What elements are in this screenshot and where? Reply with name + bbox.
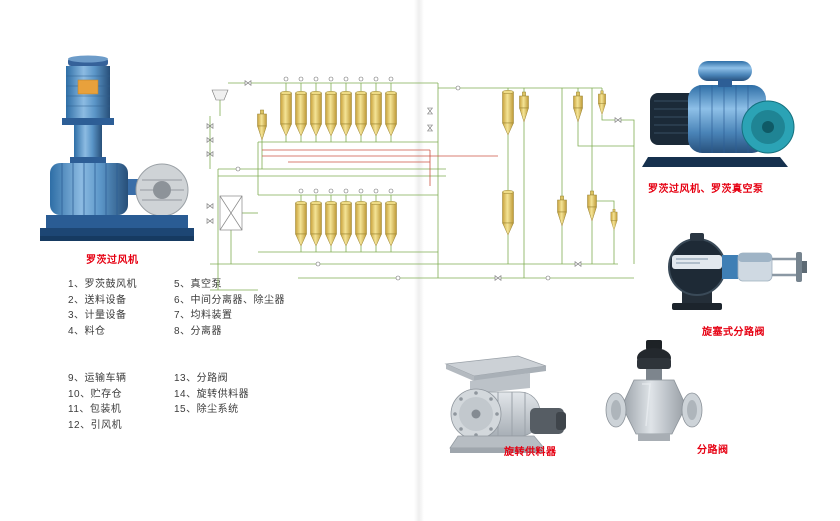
- diverter-actuator: [637, 340, 671, 380]
- pump-motor: [650, 93, 698, 145]
- diverter-valve-photo: [605, 340, 703, 441]
- legend-group-1: 1、罗茨鼓风机 2、送料设备 3、计量设备 4、料仓: [68, 277, 137, 339]
- blower-silencer: [66, 55, 110, 118]
- pump-silencer: [698, 61, 752, 87]
- legend-item-6: 6、中间分离器、除尘器: [174, 294, 286, 306]
- legend-item-8: 8、分离器: [174, 325, 223, 337]
- valve-body: [668, 233, 726, 296]
- plug-diverter-valve-photo: [668, 233, 807, 310]
- rotary-feeder-label: 旋转供料器: [504, 447, 557, 458]
- valve-symbols: [206, 80, 622, 281]
- feeder-top-flange: [444, 355, 547, 394]
- diverter-right-flange: [681, 392, 703, 428]
- diverter-body: [621, 379, 687, 435]
- blower-column: [62, 118, 114, 163]
- pipe-lines-green: [209, 82, 635, 291]
- legend-item-10: 10、贮存仓: [68, 388, 123, 400]
- right-blower-label: 罗茨过风机、罗茨真空泵: [648, 184, 764, 195]
- hopper-symbol: [211, 89, 229, 101]
- legend-item-14: 14、旋转供料器: [174, 388, 250, 400]
- legend-item-11: 11、包装机: [68, 404, 122, 415]
- legend-item-3: 3、计量设备: [68, 310, 127, 321]
- legend-item-12: 12、引风机: [68, 419, 123, 431]
- pump-end-cover: [741, 100, 795, 154]
- legend-item-15: 15、除尘系统: [174, 404, 239, 415]
- diverter-left-flange: [605, 392, 627, 428]
- pipe-lines-red: [262, 149, 498, 186]
- pump-base: [642, 157, 788, 167]
- process-flow-diagram: [206, 76, 635, 291]
- legend-group-3: 9、运输车辆 10、贮存仓 11、包装机 12、引风机: [68, 371, 127, 433]
- feeder-bottom-flange: [449, 435, 545, 453]
- exchanger-symbol: [219, 195, 243, 231]
- silo-row-top: [280, 91, 397, 137]
- rotary-feeder-photo: [444, 355, 566, 453]
- diverter-valve-label: 分路阀: [697, 445, 729, 456]
- legend-item-1: 1、罗茨鼓风机: [68, 279, 138, 290]
- blower-base: [40, 215, 194, 241]
- left-blower-label: 罗茨过风机: [86, 255, 139, 266]
- left-roots-blower-photo: [40, 55, 194, 241]
- plug-diverter-valve-label: 旋塞式分路阀: [702, 327, 765, 338]
- legend-group-4: 13、分路阀 14、旋转供料器 15、除尘系统: [174, 371, 249, 418]
- blower-motor: [135, 163, 189, 217]
- valve-actuator: [722, 252, 807, 282]
- legend-item-4: 4、料仓: [68, 325, 106, 337]
- feeder-end-cover: [450, 388, 502, 440]
- legend-item-13: 13、分路阀: [174, 373, 229, 384]
- blower-housing: [50, 163, 142, 215]
- diverter-bottom-flange: [638, 434, 670, 441]
- legend-group-2: 5、真空泵 6、中间分离器、除尘器 7、均料装置 8、分离器: [174, 277, 285, 339]
- feeder-gearbox: [530, 408, 566, 434]
- legend-item-2: 2、送料设备: [68, 294, 127, 306]
- legend-item-7: 7、均料装置: [174, 310, 233, 321]
- right-roots-blower-photo: [642, 61, 795, 167]
- legend-item-9: 9、运输车辆: [68, 373, 127, 384]
- legend-item-5: 5、真空泵: [174, 279, 223, 290]
- silo-row-bottom: [295, 201, 397, 247]
